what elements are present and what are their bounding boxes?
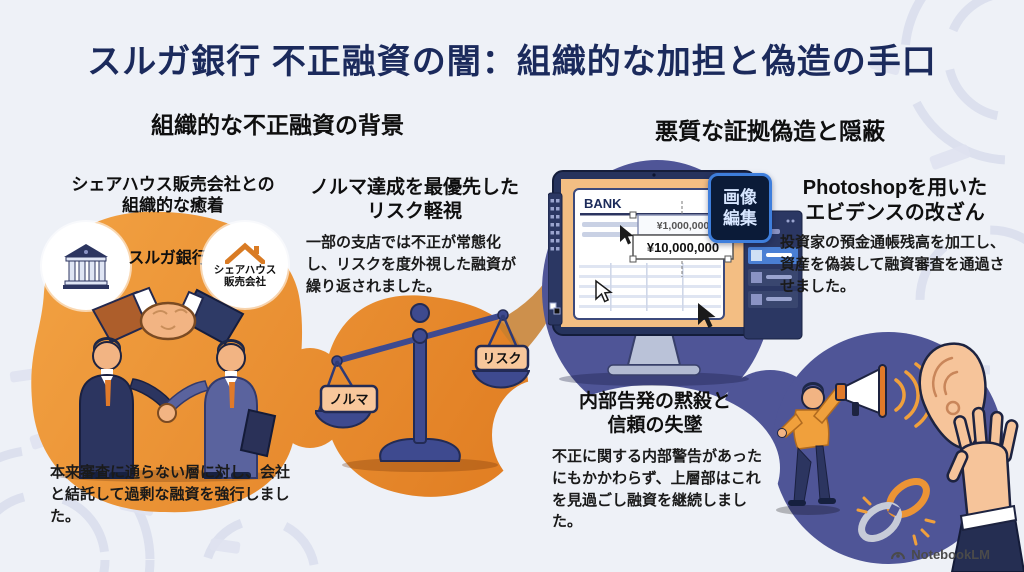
norma-body: 一部の支店では不正が常態化し、リスクを度外視した融資が繰り返されました。 [306, 234, 517, 295]
bank-circle [42, 222, 130, 310]
white-carve-blob [524, 385, 780, 551]
ear-icon [918, 342, 987, 450]
footer-brand: NotebookLM [890, 547, 990, 562]
handshake-closeup-icon [91, 286, 245, 346]
monitor-stand [626, 332, 682, 366]
white-carve-blob2 [492, 380, 588, 490]
notebooklm-logo-icon [891, 552, 906, 560]
section-heading-left: 組織的な不正融資の背景 [151, 112, 404, 138]
cursor-icon [620, 225, 634, 245]
orange-tail [495, 242, 568, 356]
whistle-title: 内部告発の黙殺と 信頼の失墜 [578, 391, 731, 436]
cursor-outline-icon [595, 279, 613, 303]
document-folder-icon [239, 408, 277, 458]
section-heading-right: 悪質な証拠偽造と隠蔽 [655, 118, 885, 144]
partner-circle: シェアハウス 販売会社 [202, 222, 288, 308]
amount-old: ¥1,000,000 [657, 220, 710, 232]
blocking-hand-icon [946, 406, 1024, 572]
megaphone-icon [835, 364, 887, 418]
photoshop-title: Photoshopを用いた エビデンスの改ざん [802, 177, 988, 224]
image-edit-badge: 画像 編集 [708, 173, 772, 243]
risk-tag [474, 344, 530, 372]
collusion-body: 本来審査に通らない層に対し、会社と結託して過剰な融資を強行しました。 [50, 464, 291, 525]
cursor-icon-2 [698, 303, 716, 328]
businessman-right [162, 339, 277, 479]
broken-chain-icon [856, 478, 936, 546]
norma-tag [319, 384, 379, 414]
bank-icon [63, 244, 109, 289]
photoshop-body: 投資家の預金通帳残高を加工し、資産を偽装して融資審査を通過させました。 [780, 234, 1006, 295]
house-icon [225, 242, 265, 264]
layers-panel-icon [743, 210, 803, 340]
footer-brand-label: NotebookLM [911, 547, 990, 562]
bank-label: スルガ銀行 [128, 250, 208, 267]
partner-label: シェアハウス 販売会社 [213, 263, 277, 288]
bank-doc-title: BANK [584, 196, 622, 211]
collusion-title: シェアハウス販売会社との 組織的な癒着 [71, 175, 275, 216]
ignored-warning-illustration [776, 342, 1024, 572]
page-title: スルガ銀行 不正融資の闇：組織的な加担と偽造の手口 [87, 43, 937, 81]
monitor-illustration: BANK ¥1,000,000 ¥10,000,000 [548, 170, 803, 386]
handshake-illustration [57, 286, 277, 482]
norma-tag-label: ノルマ [329, 392, 368, 407]
tools-panel-icon [548, 192, 563, 326]
amount-new: ¥10,000,000 [647, 240, 719, 255]
whistle-body: 不正に関する内部警告があったにもかかわらず、上層部はこれを見過ごし融資を継続しま… [552, 448, 763, 531]
norma-title: ノルマ達成を最優先した リスク軽視 [309, 177, 519, 222]
whistleblower-person [776, 382, 846, 515]
risk-tag-label: リスク [482, 351, 521, 366]
balance-scale-icon: ノルマ リスク [315, 303, 530, 472]
amount-edit-box: ¥1,000,000 ¥10,000,000 [629, 201, 734, 277]
